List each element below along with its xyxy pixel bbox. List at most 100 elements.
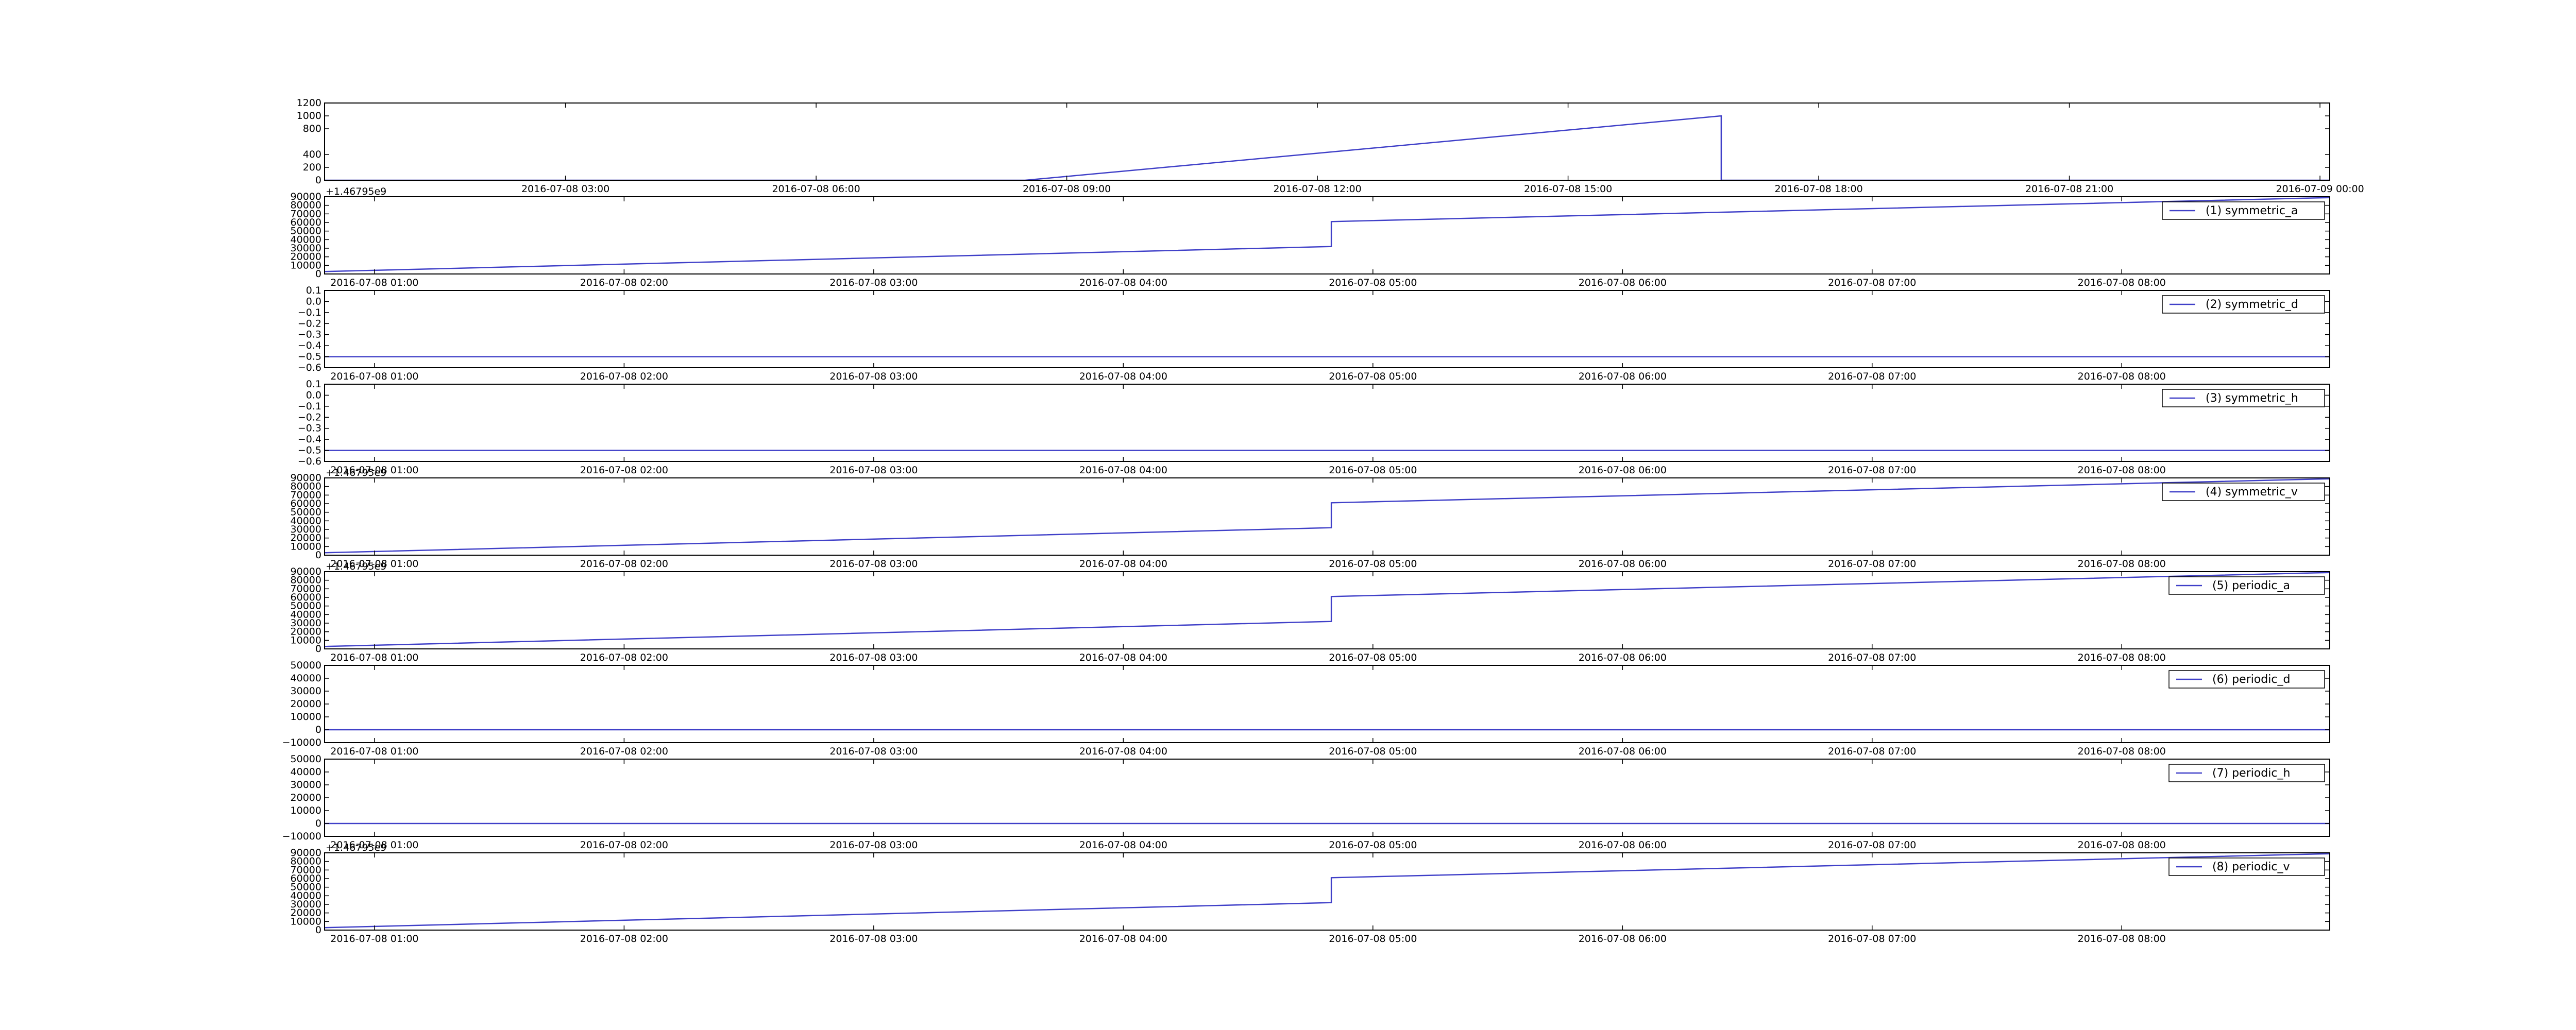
y-tick-label: 0 — [315, 818, 321, 829]
y-offset-label: +1.46795e9 — [326, 467, 386, 478]
y-tick-label: 200 — [303, 162, 321, 173]
y-tick-label: 20000 — [291, 251, 321, 263]
x-tick-label: 2016-07-08 18:00 — [1774, 183, 1862, 195]
y-tick-label: 90000 — [291, 847, 321, 859]
series-line-1-1 — [325, 115, 2330, 181]
y-tick-label: 40000 — [291, 515, 321, 526]
x-tick-label: 2016-07-08 04:00 — [1079, 839, 1167, 851]
x-tick-label: 2016-07-08 02:00 — [580, 933, 668, 945]
legend-label: (6) periodic_d — [2212, 673, 2290, 686]
x-tick-label: 2016-07-08 03:00 — [829, 465, 918, 476]
x-tick-label: 2016-07-08 08:00 — [2078, 839, 2166, 851]
y-tick-label: −0.2 — [298, 411, 321, 423]
x-tick-label: 2016-07-08 08:00 — [2078, 465, 2166, 476]
y-tick-label: 60000 — [291, 498, 321, 509]
subplot-6: 0100002000030000400005000060000700008000… — [291, 561, 2330, 663]
y-tick-label: 10000 — [291, 916, 321, 927]
x-tick-label: 2016-07-08 08:00 — [2078, 277, 2166, 288]
y-tick-label: −0.4 — [298, 434, 321, 445]
subplot-8: −10000010000200003000040000500002016-07-… — [282, 753, 2330, 851]
x-tick-label: 2016-07-08 05:00 — [1329, 933, 1417, 945]
y-tick-label: 40000 — [291, 890, 321, 901]
y-offset-label: +1.46795e9 — [326, 842, 386, 853]
axes-frame-7 — [324, 665, 2330, 743]
y-tick-label: 20000 — [291, 907, 321, 919]
y-offset-label: +1.46795e9 — [326, 186, 386, 197]
y-tick-label: 10000 — [291, 541, 321, 552]
x-tick-label: 2016-07-08 01:00 — [330, 371, 418, 382]
y-tick-label: 1200 — [297, 97, 321, 109]
y-tick-label: 80000 — [291, 856, 321, 867]
y-tick-label: 400 — [303, 149, 321, 160]
y-tick-label: 60000 — [291, 217, 321, 228]
legend-label: (1) symmetric_a — [2206, 204, 2298, 217]
x-tick-label: 2016-07-08 06:00 — [1579, 652, 1667, 663]
y-tick-label: 0.0 — [306, 389, 321, 401]
y-tick-label: 800 — [303, 123, 321, 134]
x-tick-label: 2016-07-08 05:00 — [1329, 277, 1417, 288]
subplot-3: −0.6−0.5−0.4−0.3−0.2−0.10.00.12016-07-08… — [298, 285, 2330, 382]
y-tick-label: 0 — [315, 175, 321, 186]
x-tick-label: 2016-07-08 06:00 — [1579, 746, 1667, 757]
legend-label: (7) periodic_h — [2212, 767, 2290, 780]
x-tick-label: 2016-07-08 01:00 — [330, 933, 418, 945]
x-tick-label: 2016-07-08 21:00 — [2025, 183, 2113, 195]
x-tick-label: 2016-07-08 04:00 — [1079, 465, 1167, 476]
x-tick-label: 2016-07-08 01:00 — [330, 746, 418, 757]
x-tick-label: 2016-07-08 05:00 — [1329, 652, 1417, 663]
x-tick-label: 2016-07-08 07:00 — [1828, 277, 1916, 288]
y-tick-label: 60000 — [291, 592, 321, 603]
x-tick-label: 2016-07-08 06:00 — [1579, 839, 1667, 851]
y-tick-label: 50000 — [291, 882, 321, 893]
y-tick-label: 10000 — [291, 260, 321, 271]
y-offset-label: +1.46795e9 — [326, 561, 386, 572]
x-tick-label: 2016-07-08 07:00 — [1828, 652, 1916, 663]
y-tick-label: 0.1 — [306, 379, 321, 390]
y-tick-label: −0.5 — [298, 351, 321, 363]
axes-frame-5 — [324, 477, 2330, 556]
x-tick-label: 2016-07-08 15:00 — [1524, 183, 1612, 195]
x-tick-label: 2016-07-08 12:00 — [1273, 183, 1361, 195]
y-tick-label: 40000 — [291, 673, 321, 684]
x-tick-label: 2016-07-08 08:00 — [2078, 558, 2166, 570]
x-tick-label: 2016-07-08 05:00 — [1329, 371, 1417, 382]
y-tick-label: −0.3 — [298, 329, 321, 340]
y-tick-label: 40000 — [291, 609, 321, 620]
x-tick-label: 2016-07-08 01:00 — [330, 652, 418, 663]
y-tick-label: 90000 — [291, 472, 321, 484]
y-tick-label: 50000 — [291, 753, 321, 765]
y-tick-label: −0.5 — [298, 445, 321, 456]
y-tick-label: 0 — [315, 724, 321, 735]
y-tick-label: 50000 — [291, 660, 321, 671]
series-line-5-1 — [324, 478, 2330, 554]
x-tick-label: 2016-07-08 03:00 — [829, 933, 918, 945]
legend-5: (4) symmetric_v — [2162, 483, 2325, 501]
x-tick-label: 2016-07-08 07:00 — [1828, 371, 1916, 382]
x-tick-label: 2016-07-08 02:00 — [580, 839, 668, 851]
y-tick-label: 90000 — [291, 191, 321, 202]
x-tick-label: 2016-07-08 04:00 — [1079, 933, 1167, 945]
y-tick-label: 40000 — [291, 234, 321, 245]
x-tick-label: 2016-07-08 05:00 — [1329, 558, 1417, 570]
x-tick-label: 2016-07-08 06:00 — [772, 183, 860, 195]
y-tick-label: 10000 — [291, 634, 321, 646]
legend-3: (2) symmetric_d — [2162, 295, 2325, 314]
y-tick-label: 50000 — [291, 507, 321, 518]
x-tick-label: 2016-07-08 01:00 — [330, 277, 418, 288]
y-tick-label: 40000 — [291, 766, 321, 778]
y-tick-label: 10000 — [291, 805, 321, 816]
legend-label: (3) symmetric_h — [2206, 392, 2298, 405]
legend-9: (8) periodic_v — [2168, 857, 2325, 876]
x-tick-label: 2016-07-08 01:00 — [330, 465, 418, 476]
y-tick-label: 80000 — [291, 575, 321, 586]
y-tick-label: 30000 — [291, 617, 321, 629]
x-tick-label: 2016-07-08 04:00 — [1079, 371, 1167, 382]
x-tick-label: 2016-07-08 07:00 — [1828, 465, 1916, 476]
y-tick-label: −0.2 — [298, 318, 321, 329]
x-tick-label: 2016-07-08 06:00 — [1579, 277, 1667, 288]
x-tick-label: 2016-07-08 02:00 — [580, 371, 668, 382]
axes-frame-3 — [324, 290, 2330, 368]
x-tick-label: 2016-07-08 07:00 — [1828, 933, 1916, 945]
legend-2: (1) symmetric_a — [2162, 201, 2325, 220]
